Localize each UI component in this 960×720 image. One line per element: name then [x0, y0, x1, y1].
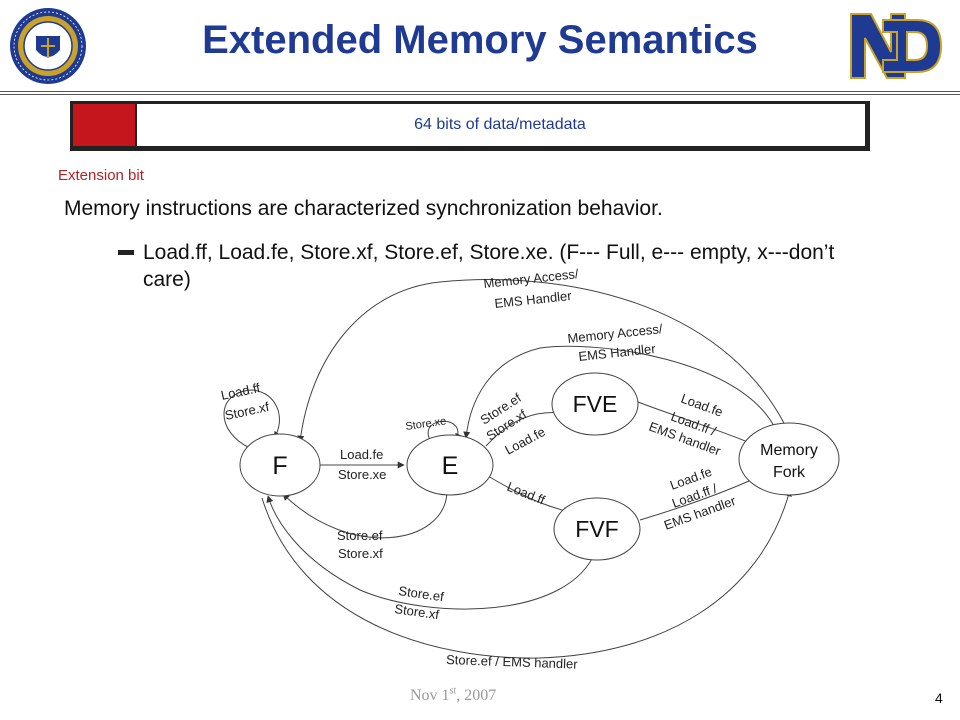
extension-bit-label: Extension bit — [58, 167, 144, 184]
edge-f-to-fork — [261, 489, 792, 659]
header-divider — [0, 91, 960, 92]
data-metadata-label: 64 bits of data/metadata — [414, 116, 586, 133]
bullet-main: Memory instructions are characterized sy… — [64, 197, 663, 220]
edge-f-self-loop — [223, 389, 281, 449]
edge-label: Store.xe — [338, 467, 386, 482]
memory-word-box: 64 bits of data/metadata — [70, 101, 870, 151]
header-divider-secondary — [0, 94, 960, 95]
footer-date-text: Nov 1st, 2007 — [410, 686, 497, 705]
edge-e-self-loop — [427, 420, 462, 441]
edge-fvf-to-fork — [639, 476, 759, 521]
edge-label: Store.ef / EMS handler — [446, 652, 579, 672]
state-fve-label: FVE — [573, 391, 618, 417]
university-seal-logo — [10, 8, 86, 84]
edge-label: EMS Handler — [494, 288, 573, 311]
slide-title: Extended Memory Semantics — [202, 18, 758, 62]
edge-e-to-fvf — [487, 475, 571, 514]
edge-fvf-to-f — [266, 495, 597, 610]
extension-bit-block — [73, 104, 137, 146]
edge-fork-to-e — [463, 345, 776, 439]
state-fvf — [553, 497, 641, 561]
state-fvf-label: FVF — [575, 516, 618, 542]
state-f — [239, 433, 321, 497]
state-e — [406, 434, 494, 496]
edge-label: Load.ff — [220, 380, 262, 403]
edge-label: EMS Handler — [578, 341, 657, 364]
state-fve — [551, 372, 639, 436]
edge-label: Memory Access/ — [483, 266, 580, 291]
edge-label: Store.xf — [394, 601, 441, 622]
edge-e-to-f — [282, 491, 448, 539]
state-e-label: E — [442, 452, 459, 480]
bullet-sub: Load.ff, Load.fe, Store.xf, Store.ef, St… — [143, 241, 835, 291]
state-fork-label-1: Memory — [760, 442, 818, 459]
edge-label: Load.ff — [505, 479, 548, 508]
edge-label: Store.ef — [398, 583, 446, 604]
sub-bullet-dash-icon — [118, 250, 134, 255]
edge-label: Store.ef — [337, 528, 383, 543]
nd-monogram-logo — [850, 13, 943, 79]
edge-fve-to-fork — [637, 401, 756, 446]
edge-fork-to-f — [297, 279, 786, 443]
edge-label: Store.xf — [224, 399, 271, 423]
page-number: 4 — [935, 690, 943, 706]
edge-label: Store.xe — [405, 415, 447, 433]
edge-label: Load.fe — [340, 447, 383, 462]
state-memory-fork — [738, 422, 840, 496]
footer-date: Nov 1st, 2007 — [410, 686, 496, 705]
state-f-label: F — [272, 452, 287, 480]
state-fork-label-2: Fork — [773, 464, 806, 481]
edge-label: Store.xf — [338, 546, 383, 561]
